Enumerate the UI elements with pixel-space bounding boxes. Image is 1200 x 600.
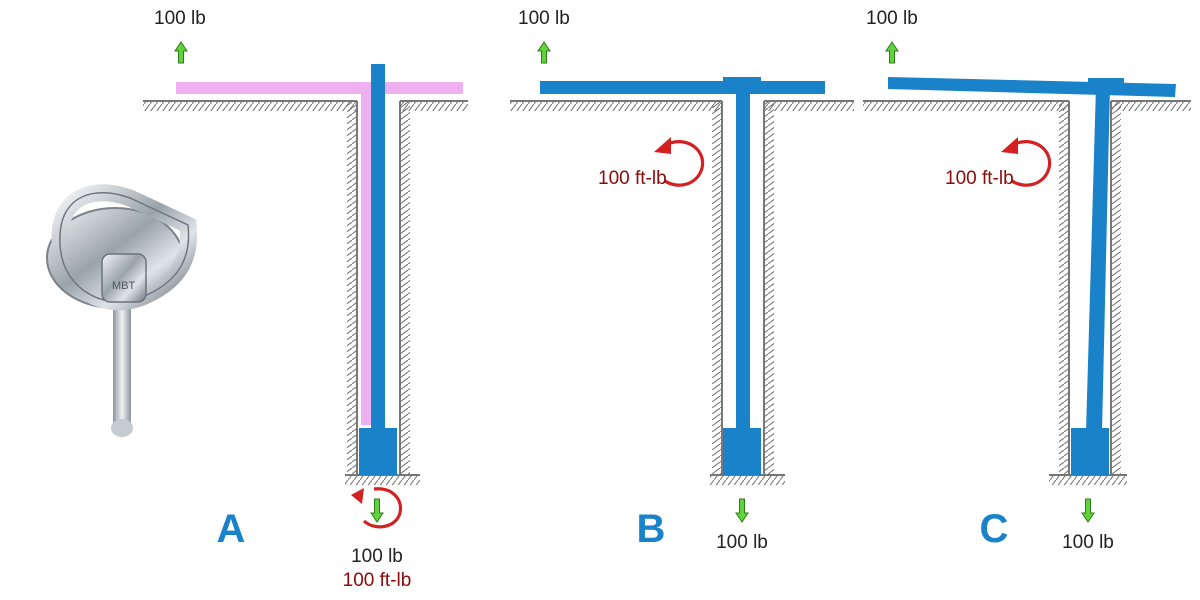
anchor-bolt-base: [1071, 428, 1109, 475]
ghost-tee-bar: [176, 82, 463, 94]
anchor-bolt-stem: [1086, 86, 1110, 432]
moment-arrow-icon: [1011, 140, 1052, 187]
up-force-arrow-icon: [885, 41, 899, 64]
panel-a: 100 lb 100 lb 100 ft-lb A: [143, 8, 468, 591]
panel-letter: A: [217, 507, 246, 551]
hole-wall-left: [347, 101, 357, 475]
photo-stamp: MBT: [112, 280, 136, 292]
top-force-label: 100 lb: [866, 8, 918, 29]
panel-b: 100 lb 100 ft-lb 100 lb B: [510, 8, 854, 553]
anchor-tee-bar: [540, 81, 825, 94]
hole-bottom: [345, 475, 420, 485]
ground-surface-right: [1111, 101, 1191, 111]
hole-wall-right: [1111, 101, 1121, 475]
side-moment-label: 100 ft-lb: [945, 168, 1014, 189]
bottom-force-label: 100 lb: [1062, 532, 1114, 553]
anchor-bolt-base: [359, 428, 397, 475]
bottom-force-label: 100 lb: [716, 532, 768, 553]
ground-surface-left: [863, 101, 1069, 111]
ground-surface-right: [764, 101, 854, 111]
ground-surface-left: [510, 101, 722, 111]
hole-wall-left: [712, 101, 722, 475]
hole-wall-right: [400, 101, 410, 475]
hole-bottom: [710, 475, 785, 485]
down-force-arrow-icon: [370, 498, 384, 523]
rock-anchor-bolt-photo-icon: MBT: [46, 184, 198, 437]
top-force-label: 100 lb: [154, 8, 206, 29]
down-force-arrow-icon: [735, 498, 749, 523]
hole-wall-left: [1059, 101, 1069, 475]
panel-c: 100 lb 100 ft-lb 100 lb C: [863, 8, 1191, 553]
hole-bottom: [1049, 475, 1127, 485]
anchor-bolt-stem: [736, 86, 750, 431]
ground-surface-left: [143, 101, 357, 111]
down-force-arrow-icon: [1081, 498, 1095, 523]
bottom-force-label: 100 lb: [351, 546, 403, 567]
anchor-bolt-base: [723, 428, 761, 475]
up-force-arrow-icon: [174, 41, 188, 64]
up-force-arrow-icon: [537, 41, 551, 64]
side-moment-label: 100 ft-lb: [598, 168, 667, 189]
moment-arrow-icon: [664, 140, 705, 187]
hole-wall-right: [764, 101, 774, 475]
panel-letter: B: [637, 507, 666, 551]
moment-arrow-icon: [362, 487, 403, 529]
anchor-tee-bar: [888, 77, 1176, 97]
bottom-moment-label: 100 ft-lb: [343, 570, 412, 591]
anchor-bolt-stem: [371, 64, 385, 429]
panel-letter: C: [980, 507, 1009, 551]
ground-surface-right: [400, 101, 468, 111]
top-force-label: 100 lb: [518, 8, 570, 29]
